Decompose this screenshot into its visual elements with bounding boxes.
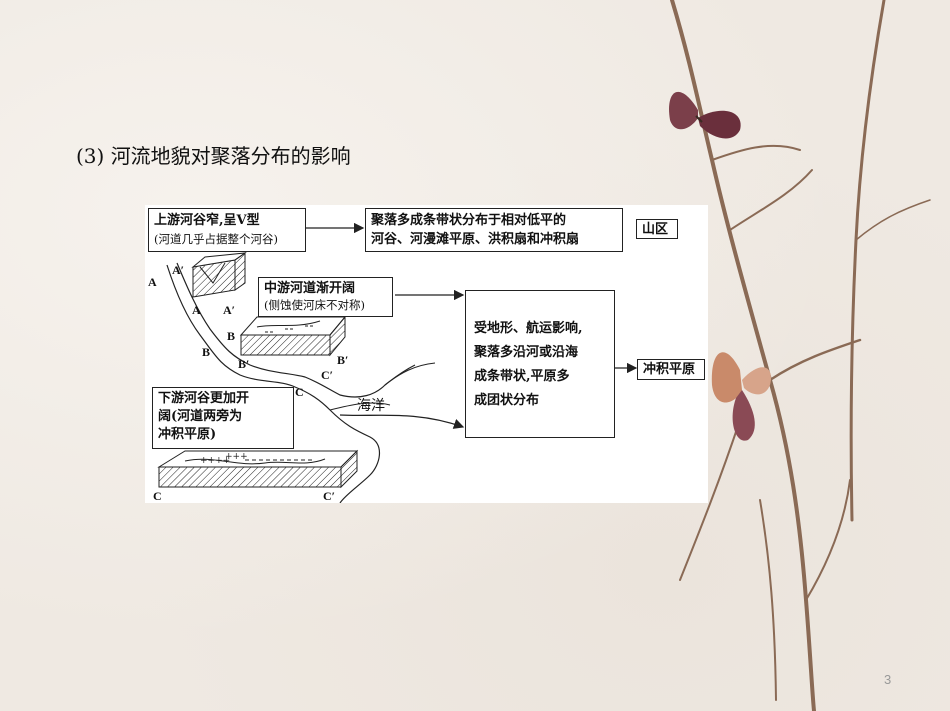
lower-reach-line3: 冲积平原) — [158, 427, 217, 442]
result-line2: 聚落多沿河或沿海 — [474, 345, 579, 360]
label-a-prime-block: A′ — [223, 303, 236, 317]
result-box: 受地形、航运影响, 聚落多沿河或沿海 成条带状,平原多 成团状分布 — [465, 290, 615, 438]
middle-reach-line1: 中游河道渐开阔 — [264, 281, 356, 296]
page-title: (3) 河流地貌对聚落分布的影响 — [76, 144, 351, 168]
label-a-prime-top: A′ — [172, 263, 185, 277]
river-landform-diagram: ++++ +++ 上游河谷窄,呈V型 (河道几乎占据整个河谷) 聚落多成条带状分… — [145, 205, 708, 503]
mountain-tag: 山区 — [636, 219, 678, 239]
river-bank-right — [176, 262, 416, 398]
svg-text:++++: ++++ — [200, 456, 230, 466]
sea-label: 海洋 — [357, 398, 385, 414]
upper-result-line1: 聚落多成条带状分布于相对低平的 — [371, 213, 567, 228]
diagram-drawing: ++++ +++ — [157, 222, 638, 503]
label-a: A — [148, 275, 157, 289]
label-b-prime-block: B′ — [337, 353, 349, 367]
page-number: 3 — [884, 672, 892, 687]
plain-tag: 冲积平原 — [637, 359, 705, 380]
label-c-block: C — [153, 489, 162, 503]
upper-result-box: 聚落多成条带状分布于相对低平的 河谷、河漫滩平原、洪积扇和冲积扇 — [365, 208, 623, 252]
upper-result-line2: 河谷、河漫滩平原、洪积扇和冲积扇 — [371, 232, 580, 247]
label-c-top: C — [295, 385, 304, 399]
lower-reach-line2: 阔(河道两旁为 — [158, 409, 243, 424]
result-line1: 受地形、航运影响, — [474, 321, 583, 336]
butterfly-top — [669, 91, 741, 139]
middle-reach-line2: (侧蚀使河床不对称) — [264, 298, 365, 312]
butterfly-bottom — [711, 352, 771, 441]
label-b-top: B — [227, 329, 236, 343]
middle-reach-box: 中游河道渐开阔 (侧蚀使河床不对称) — [258, 277, 393, 317]
upper-reach-line1: 上游河谷窄,呈V型 — [154, 213, 260, 228]
river-bank-left — [166, 264, 380, 503]
lower-reach-box: 下游河谷更加开 阔(河道两旁为 冲积平原) — [152, 387, 294, 449]
upper-reach-line2: (河道几乎占据整个河谷) — [154, 232, 278, 246]
arrow-lower — [339, 414, 465, 429]
upper-valley-block — [191, 252, 247, 298]
svg-text:+++: +++ — [225, 452, 248, 462]
label-c-prime-top: C′ — [321, 368, 334, 382]
result-line3: 成条带状,平原多 — [474, 369, 570, 384]
lower-valley-block: ++++ +++ — [157, 449, 359, 489]
label-b-prime: B′ — [238, 357, 250, 371]
middle-valley-block — [239, 315, 347, 357]
label-a-block: A — [192, 303, 201, 317]
result-line4: 成团状分布 — [474, 393, 540, 408]
lower-reach-line1: 下游河谷更加开 — [158, 391, 250, 406]
upper-reach-box: 上游河谷窄,呈V型 (河道几乎占据整个河谷) — [148, 208, 306, 252]
label-b-bottom: B — [202, 345, 211, 359]
label-c-prime-block: C′ — [323, 489, 336, 503]
